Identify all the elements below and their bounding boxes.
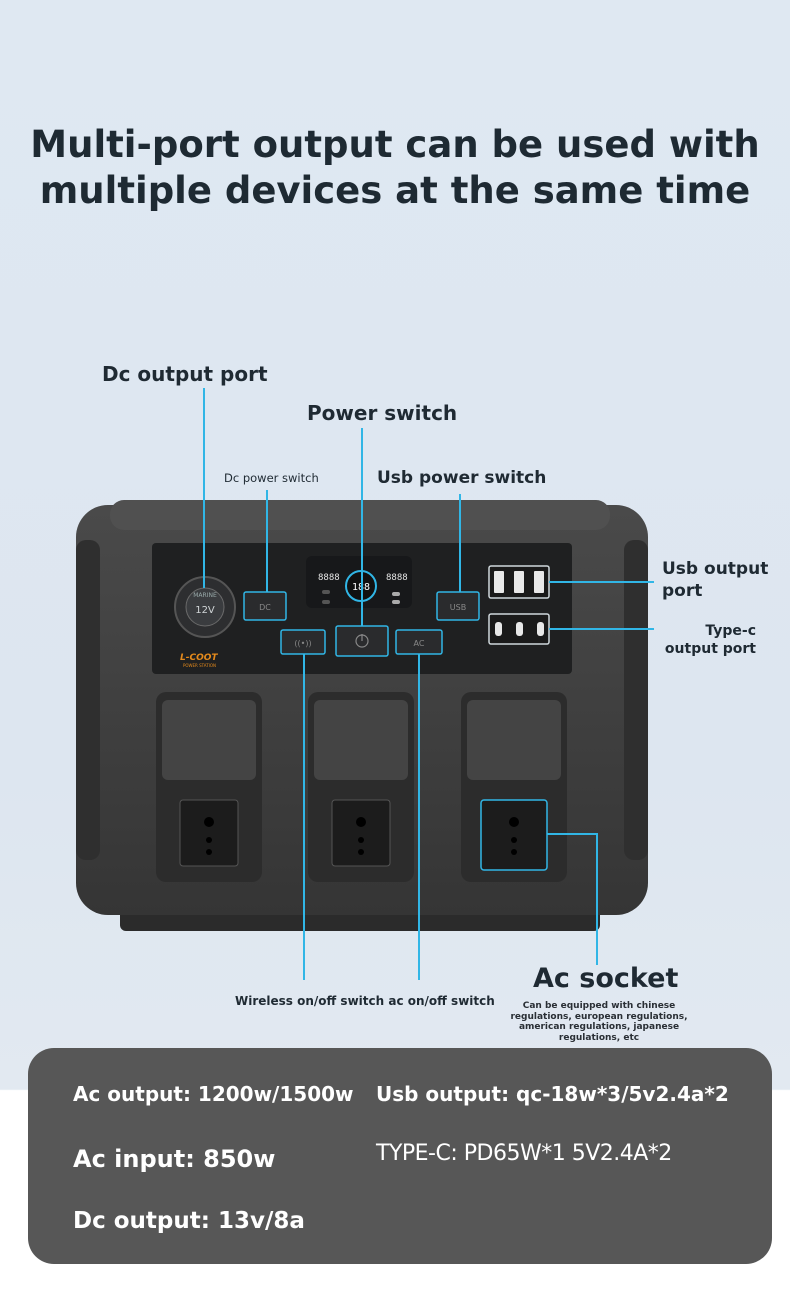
spec-type-c: TYPE-C: PD65W*1 5V2.4A*2 [376, 1141, 672, 1166]
label-type-c-line-1: Type-c [705, 623, 756, 639]
headline-line-2: multiple devices at the same time [39, 169, 751, 212]
spec-ac-input: Ac input: 850w [73, 1145, 276, 1173]
label-dc-output-port: Dc output port [102, 362, 268, 386]
usb-button-label: USB [450, 603, 466, 612]
line-usb-output-port [549, 581, 654, 583]
ac-button-label: AC [414, 639, 425, 648]
label-type-c-line-2: output port [664, 641, 756, 657]
label-usb-output-line-1: Usb output [662, 559, 769, 579]
label-type-c-port: Type-c output port [660, 622, 756, 658]
ac-socket-note-line-3: american regulations, japanese [518, 1022, 680, 1032]
label-usb-power-switch: Usb power switch [377, 468, 547, 488]
ac-socket-bay-2[interactable] [308, 692, 414, 882]
ac-socket-bay-1[interactable] [156, 692, 262, 882]
dc-power-button[interactable] [243, 591, 287, 621]
line-type-c [549, 628, 654, 630]
label-ac-socket: Ac socket [533, 963, 679, 994]
usb-a-ports[interactable] [488, 565, 550, 599]
label-power-switch: Power switch [307, 401, 458, 425]
label-usb-output-line-2: port [662, 581, 703, 601]
dc-12v-socket[interactable] [174, 576, 236, 638]
line-ac-socket-h [547, 833, 597, 835]
spec-usb-output: Usb output: qc-18w*3/5v2.4a*2 [376, 1082, 729, 1106]
spec-ac-output: Ac output: 1200w/1500w [73, 1082, 354, 1106]
line-ac-socket-v [596, 833, 598, 965]
line-dc-output-port [203, 388, 205, 588]
brand-sub: POWER STATION [183, 663, 216, 668]
line-wireless-switch [303, 654, 305, 980]
brand-logo: L-COOT [180, 653, 218, 663]
device-handle [110, 500, 610, 530]
ac-socket-note-line-1: Can be equipped with chinese [522, 1001, 676, 1011]
left-grip [76, 540, 100, 860]
usb-c-ports[interactable] [488, 613, 550, 645]
ac-socket-note: Can be equipped with chinese regulations… [508, 1001, 690, 1043]
line-dc-power-switch [266, 490, 268, 592]
headline-line-1: Multi-port output can be used with [30, 123, 760, 166]
usb-power-button[interactable] [436, 591, 480, 621]
dc-button-label: DC [259, 603, 271, 612]
page-headline: Multi-port output can be used with multi… [0, 122, 790, 214]
socket-voltage-label: 12V [195, 605, 215, 616]
right-grip [624, 540, 648, 860]
label-usb-output-port: Usb output port [662, 558, 768, 602]
wireless-icon: ((•)) [294, 639, 311, 648]
spec-dc-output: Dc output: 13v/8a [73, 1208, 305, 1234]
socket-top-label: MARINE [193, 592, 217, 599]
display-left-value: 8888 [318, 573, 340, 583]
ac-socket-note-line-4: regulations, etc [558, 1032, 640, 1043]
line-usb-power-switch [459, 494, 461, 592]
display-right-value: 8888 [386, 573, 408, 583]
ac-socket-note-line-2: regulations, european regulations, [510, 1011, 688, 1022]
label-wireless-ac-switch: Wireless on/off switch ac on/off switch [235, 994, 495, 1008]
spec-panel: Ac output: 1200w/1500w Usb output: qc-18… [28, 1048, 772, 1264]
line-power-switch [361, 428, 363, 626]
line-ac-switch [418, 654, 420, 980]
ac-socket-bay-3[interactable] [461, 692, 567, 882]
label-dc-power-switch: Dc power switch [224, 471, 319, 485]
